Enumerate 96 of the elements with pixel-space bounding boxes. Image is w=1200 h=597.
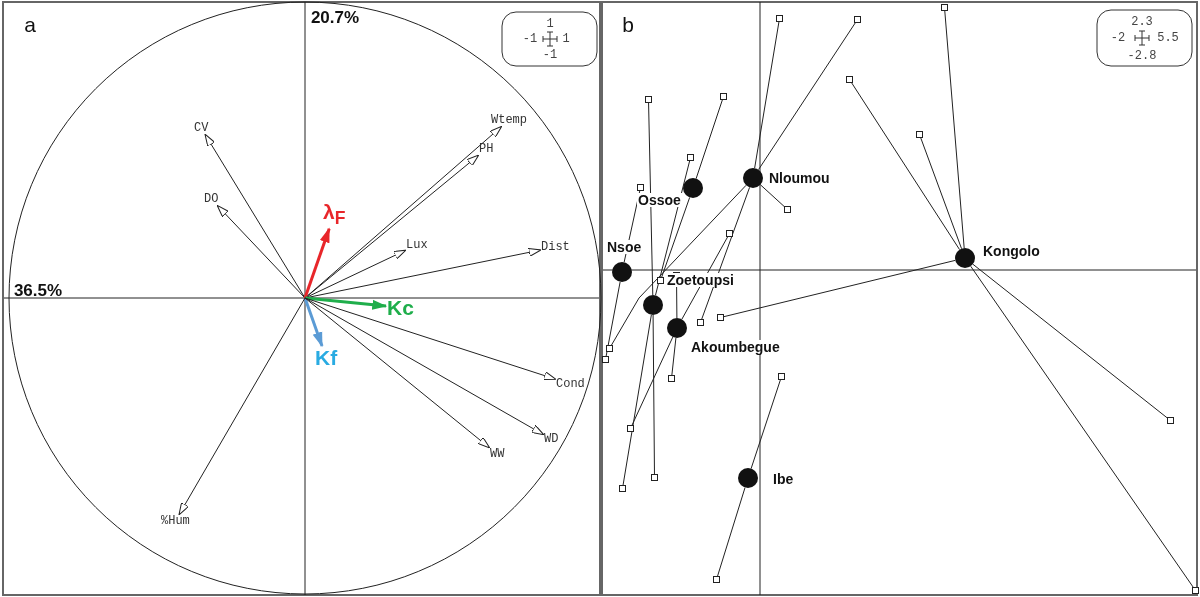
sample-point (619, 485, 626, 492)
loading-arrow (304, 297, 557, 380)
site-point (743, 168, 763, 188)
vector-label: Kf (314, 346, 339, 369)
connector-line (652, 314, 655, 475)
sample-point (916, 131, 923, 138)
site-point (683, 178, 703, 198)
variable-label: WW (489, 447, 506, 461)
variable-label: WD (543, 432, 560, 446)
panel-letter: a (24, 13, 36, 35)
vector-label: λ$_{F}$ (322, 200, 347, 229)
sample-point (668, 375, 675, 382)
site-point (667, 318, 687, 338)
variance-label: 20.7% (310, 8, 360, 26)
sample-point (651, 474, 658, 481)
vector-label: Kc (386, 296, 415, 319)
variance-label: 36.5% (13, 281, 63, 299)
connector-line (611, 184, 747, 346)
sample-point (602, 356, 609, 363)
connector-line (605, 281, 621, 357)
variable-label: Dist (540, 240, 571, 254)
sample-point (1167, 417, 1174, 424)
connector-line (701, 186, 751, 320)
site-label: Zoetoupsi (666, 273, 735, 287)
sample-point (627, 425, 634, 432)
site-label: Nsoe (606, 240, 643, 254)
site-point (955, 248, 975, 268)
vector-arrow (303, 297, 324, 348)
sample-point (726, 230, 733, 237)
connector-line (920, 137, 963, 250)
sample-point (784, 206, 791, 213)
variable-label: Lux (405, 238, 429, 252)
scale-value: -2 (1110, 32, 1126, 44)
site-label: Nloumou (768, 171, 831, 185)
scale-value: 1 (546, 18, 554, 30)
sample-point (1192, 587, 1199, 594)
sample-point (776, 15, 783, 22)
connector-line (622, 314, 652, 486)
scale-value: -1 (542, 49, 558, 61)
connector-line (972, 263, 1168, 419)
connector-line (631, 336, 674, 426)
panel-letter: b (622, 13, 634, 35)
sample-point (637, 184, 644, 191)
sample-point (720, 93, 727, 100)
connector-line (671, 337, 677, 376)
sample-point (717, 314, 724, 321)
loading-arrow (178, 297, 306, 516)
loading-arrow (204, 133, 306, 299)
variable-label: PH (478, 142, 495, 156)
connector-line (648, 102, 654, 296)
loading-arrow (304, 249, 407, 299)
scale-value: 2.3 (1131, 16, 1153, 28)
sample-point (657, 277, 664, 284)
site-label: Ibe (772, 472, 795, 486)
loading-arrow (304, 154, 480, 299)
scale-value: 5.5 (1157, 32, 1179, 44)
vector-arrow (303, 227, 331, 299)
connector-line (717, 487, 746, 577)
site-label: Ossoe (637, 193, 682, 207)
sample-point (606, 345, 613, 352)
loading-arrow (216, 204, 306, 299)
loading-arrow (304, 297, 545, 436)
site-label: Kongolo (982, 244, 1041, 258)
sample-point (846, 76, 853, 83)
site-label: Akoumbegue (690, 340, 781, 354)
variable-label: %Hum (160, 514, 191, 528)
sample-point (854, 16, 861, 23)
scale-value: -1 (522, 33, 538, 45)
variable-label: Cond (555, 377, 586, 391)
site-point (643, 295, 663, 315)
connector-line (654, 160, 691, 296)
connector-line (851, 82, 961, 251)
connector-line (695, 99, 723, 179)
connector-line (758, 22, 856, 171)
vector-arrow (304, 296, 388, 310)
loading-arrow (304, 297, 491, 449)
connector-line (750, 379, 781, 469)
connector-line (723, 259, 956, 318)
variable-label: DO (203, 192, 220, 206)
variable-label: Wtemp (490, 113, 528, 127)
sample-point (713, 576, 720, 583)
scale-value: 1 (562, 33, 570, 45)
sample-point (778, 373, 785, 380)
connector-line (970, 265, 1194, 588)
variable-label: CV (193, 121, 210, 135)
site-point (738, 468, 758, 488)
connector-line (661, 196, 691, 278)
sample-point (645, 96, 652, 103)
scale-value: -2.8 (1127, 50, 1157, 62)
connector-line (754, 21, 780, 169)
connector-line (944, 10, 965, 249)
connector-line (759, 184, 785, 207)
sample-point (697, 319, 704, 326)
sample-point (941, 4, 948, 11)
site-point (612, 262, 632, 282)
sample-point (687, 154, 694, 161)
